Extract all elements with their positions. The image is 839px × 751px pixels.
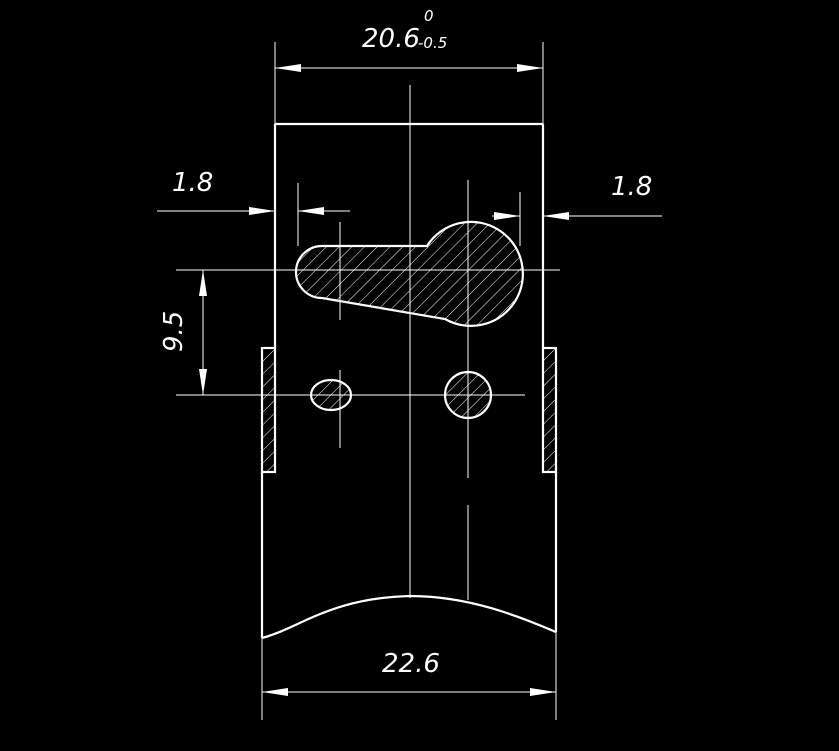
- right-offset-value: 1.8: [611, 172, 652, 202]
- vertical-spacing-value: 9.5: [159, 311, 189, 352]
- left-wall-section: [260, 346, 277, 474]
- right-offset-dimension: 1.8: [492, 172, 662, 246]
- bottom-width-dimension: 22.6: [261, 632, 557, 720]
- bottom-width-value: 22.6: [382, 649, 440, 679]
- vertical-spacing-dimension: 9.5: [159, 270, 207, 395]
- right-wall-section: [541, 346, 558, 474]
- left-offset-dimension: 1.8: [157, 168, 350, 246]
- top-width-value: 20.6: [362, 24, 420, 54]
- part-outline: [260, 122, 558, 640]
- keyhole-slot: [294, 220, 524, 327]
- bottom-break-curve: [261, 594, 557, 640]
- top-width-lower-tolerance: -0.5: [418, 34, 447, 52]
- top-width-upper-tolerance: 0: [424, 7, 434, 25]
- top-width-dimension: 20.6 0 -0.5: [274, 7, 544, 124]
- center-lines: [176, 85, 560, 600]
- left-offset-value: 1.8: [172, 168, 213, 198]
